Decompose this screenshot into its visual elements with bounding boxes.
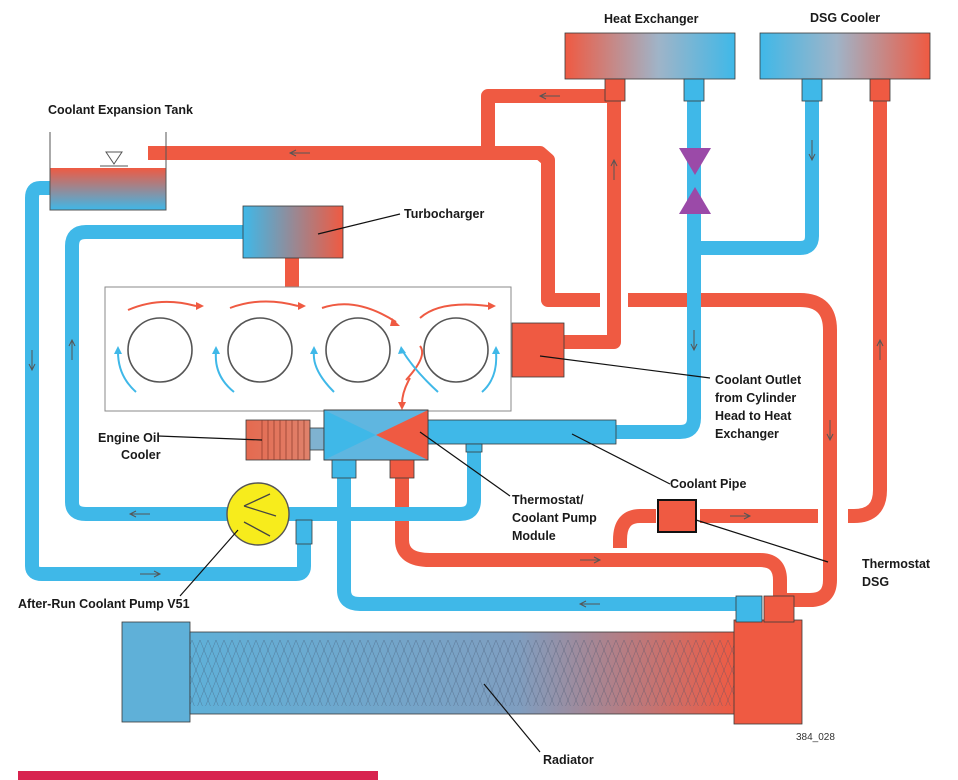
dsg-thermostat-pipe bbox=[613, 509, 818, 548]
label-after-run-pump: After-Run Coolant Pump V51 bbox=[18, 597, 190, 611]
label-coolant-outlet-line2: from Cylinder bbox=[715, 391, 796, 405]
turbo-return-pipe bbox=[65, 225, 244, 521]
label-coolant-outlet-line1: Coolant Outlet bbox=[715, 373, 802, 387]
label-thermostat-module-line1: Thermostat/ bbox=[512, 493, 584, 507]
hot-pipes bbox=[148, 89, 887, 607]
dsg-cooler bbox=[759, 32, 931, 102]
expansion-tank-supply-pipe bbox=[25, 181, 311, 581]
after-run-coolant-pump bbox=[226, 482, 313, 546]
label-coolant-outlet-line3: Head to Heat bbox=[715, 409, 792, 423]
heat-exchanger-return-pipe bbox=[481, 89, 621, 153]
engine-block bbox=[104, 286, 512, 412]
thermostat-coolant-pump-module bbox=[323, 409, 429, 479]
shutoff-valve bbox=[679, 148, 711, 214]
label-coolant-outlet-line4: Exchanger bbox=[715, 427, 779, 441]
coolant-outlet-pipe bbox=[564, 100, 621, 349]
label-thermostat-module-line2: Coolant Pump bbox=[512, 511, 597, 525]
flow-arrows bbox=[28, 92, 884, 608]
coolant-pipe-tee bbox=[465, 443, 483, 453]
radiator bbox=[121, 595, 803, 725]
label-coolant-pipe: Coolant Pipe bbox=[670, 477, 746, 491]
footer-accent-bar bbox=[18, 771, 378, 780]
dsg-cooler-supply-pipe bbox=[694, 100, 819, 255]
figure-code: 384_028 bbox=[796, 732, 835, 743]
expansion-tank-vent-pipe bbox=[148, 146, 600, 307]
coolant-expansion-tank bbox=[49, 132, 167, 211]
label-engine-oil-cooler-line1: Engine Oil bbox=[98, 431, 160, 445]
label-thermostat-dsg-line1: Thermostat bbox=[862, 557, 931, 571]
thermostat-dsg bbox=[657, 499, 697, 533]
label-radiator: Radiator bbox=[543, 753, 594, 767]
pump-outlet-pipe bbox=[288, 448, 481, 521]
heat-exchanger bbox=[564, 32, 736, 102]
label-thermostat-module-line3: Module bbox=[512, 529, 556, 543]
label-heat-exchanger: Heat Exchanger bbox=[604, 12, 699, 26]
thermostat-to-radiator-pipe bbox=[395, 478, 787, 600]
label-expansion-tank: Coolant Expansion Tank bbox=[48, 103, 193, 117]
coolant-outlet bbox=[511, 322, 565, 378]
dsg-cooler-return-pipe bbox=[847, 96, 887, 523]
head-to-radiator-pipe bbox=[628, 293, 837, 607]
labels: Heat Exchanger DSG Cooler Coolant Expans… bbox=[18, 11, 931, 767]
label-engine-oil-cooler-line2: Cooler bbox=[121, 448, 161, 462]
label-dsg-cooler: DSG Cooler bbox=[810, 11, 880, 25]
heat-exchanger-supply-pipe bbox=[616, 100, 701, 439]
label-turbocharger: Turbocharger bbox=[404, 207, 484, 221]
coolant-pipe bbox=[427, 419, 617, 445]
label-thermostat-dsg-line2: DSG bbox=[862, 575, 889, 589]
leader-lines bbox=[157, 213, 829, 753]
